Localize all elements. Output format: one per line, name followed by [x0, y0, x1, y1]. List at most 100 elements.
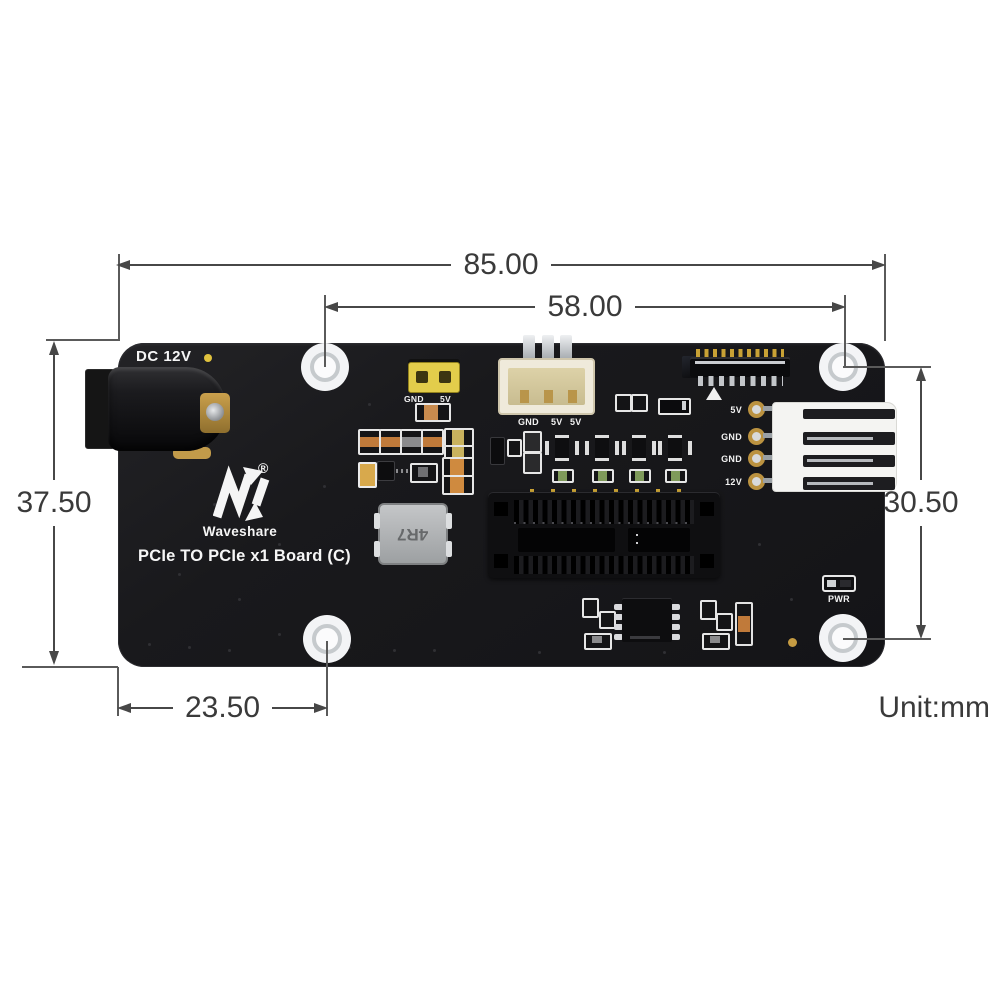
pwr-led — [822, 575, 856, 592]
arrow-down-icon — [916, 625, 926, 639]
arrow-left-icon — [117, 703, 131, 713]
dim-hole-span-width: 58.00 — [324, 290, 847, 323]
fpc-connector — [690, 349, 790, 389]
jumper-label-gnd: GND — [404, 394, 424, 404]
via-dot — [278, 633, 281, 636]
smd-transistor — [716, 613, 733, 631]
arrow-up-icon — [916, 367, 926, 381]
ext-line-375-top — [46, 339, 118, 341]
pcie-key-slot-left — [518, 528, 615, 552]
jumper-header — [408, 362, 460, 393]
via-dot — [663, 651, 666, 654]
pcie-key-slot-right — [628, 528, 690, 552]
ic-pad — [614, 634, 623, 640]
via-dot — [323, 485, 326, 488]
ic-pad — [671, 604, 680, 610]
fan-connector-contact — [520, 390, 529, 403]
via-dot — [348, 646, 351, 649]
jumper-label-5v: 5V — [440, 394, 451, 404]
arrow-left-icon — [116, 260, 130, 270]
smd-transistor — [490, 437, 505, 465]
fan-label-5v-1: 5V — [551, 417, 563, 427]
smd-transistor — [599, 611, 616, 629]
fan-connector-pin — [560, 335, 572, 363]
smd-resistor — [379, 429, 402, 455]
smd-resistor — [592, 469, 614, 483]
smd-capacitor — [442, 475, 474, 495]
dim-total-width: 85.00 — [116, 248, 887, 281]
smd-transistor — [377, 461, 395, 481]
pcie-gold-pads — [530, 489, 690, 494]
smd-capacitor — [358, 462, 377, 488]
ext-line-85-left — [118, 254, 120, 341]
brand-name: Waveshare — [202, 524, 278, 539]
smd-component — [507, 439, 522, 457]
smd-resistor — [400, 429, 423, 455]
arrow-left-icon — [324, 302, 338, 312]
smd-transistor — [700, 600, 717, 620]
smd-diode — [658, 398, 691, 415]
dim-hole-offset-left: 23.50 — [117, 691, 329, 724]
smd-capacitor — [735, 602, 753, 646]
ext-line-85-right — [884, 254, 886, 341]
dim-total-height: 37.50 — [14, 341, 94, 665]
smd-component — [615, 394, 632, 412]
registered-mark: ® — [258, 460, 269, 476]
smd-resistor — [552, 469, 574, 483]
jumper-pin-hole — [439, 371, 451, 383]
ic-pad — [614, 624, 623, 630]
dim-total-width-value: 85.00 — [463, 248, 539, 281]
dim-hole-span-width-value: 58.00 — [547, 290, 623, 323]
capacitor-group — [658, 433, 692, 463]
gold-via — [788, 638, 797, 647]
power-pin-stub — [763, 433, 777, 438]
capacitor-group — [585, 433, 619, 463]
smd-resistor — [702, 633, 730, 650]
arrow-right-icon — [872, 260, 887, 270]
via-dot — [213, 503, 216, 506]
smd-resistor — [523, 452, 542, 474]
ic-pad — [614, 604, 623, 610]
ext-line-58-right — [844, 295, 846, 367]
fpc-gold-pins — [696, 349, 784, 358]
ic-pad — [671, 624, 680, 630]
jumper-pin-hole — [416, 371, 428, 383]
via-dot — [433, 649, 436, 652]
via-dot — [238, 598, 241, 601]
via-dot — [538, 651, 541, 654]
dim-hole-offset-value: 23.50 — [184, 691, 261, 724]
via-dot — [758, 543, 761, 546]
capacitor-group — [622, 433, 656, 463]
power-pin-stub — [763, 478, 777, 483]
arrow-right-icon — [832, 302, 847, 312]
smd-resistor — [629, 469, 651, 483]
smd-resistor — [665, 469, 687, 483]
via-dot — [228, 649, 231, 652]
power-label-gnd-2: GND — [721, 454, 742, 464]
power-pin-stub — [763, 406, 777, 411]
capacitor-group — [545, 433, 579, 463]
smd-resistor — [584, 633, 612, 650]
dc-jack-screw — [206, 403, 224, 421]
via-dot — [368, 403, 371, 406]
via-dot — [393, 649, 396, 652]
via-dot — [148, 643, 151, 646]
power-label-gnd-1: GND — [721, 432, 742, 442]
power-label-5v: 5V — [730, 405, 742, 415]
pcie-pin-row-bottom — [514, 556, 694, 574]
fan-connector-pin — [542, 335, 554, 363]
ext-line-235-left — [117, 667, 119, 716]
pcie-slot — [488, 492, 720, 578]
via-dot — [790, 598, 793, 601]
ic-pad — [671, 614, 680, 620]
power-label-12v: 12V — [725, 477, 742, 487]
inductor-value: 4R7 — [397, 525, 429, 544]
fan-connector-contact — [544, 390, 553, 403]
smd-component — [631, 394, 648, 412]
via-dot — [178, 573, 181, 576]
power-connector — [772, 402, 897, 492]
pcie-pin-row-top — [514, 500, 694, 524]
inductor: 4R7 — [374, 503, 452, 565]
fan-connector-contact — [568, 390, 577, 403]
